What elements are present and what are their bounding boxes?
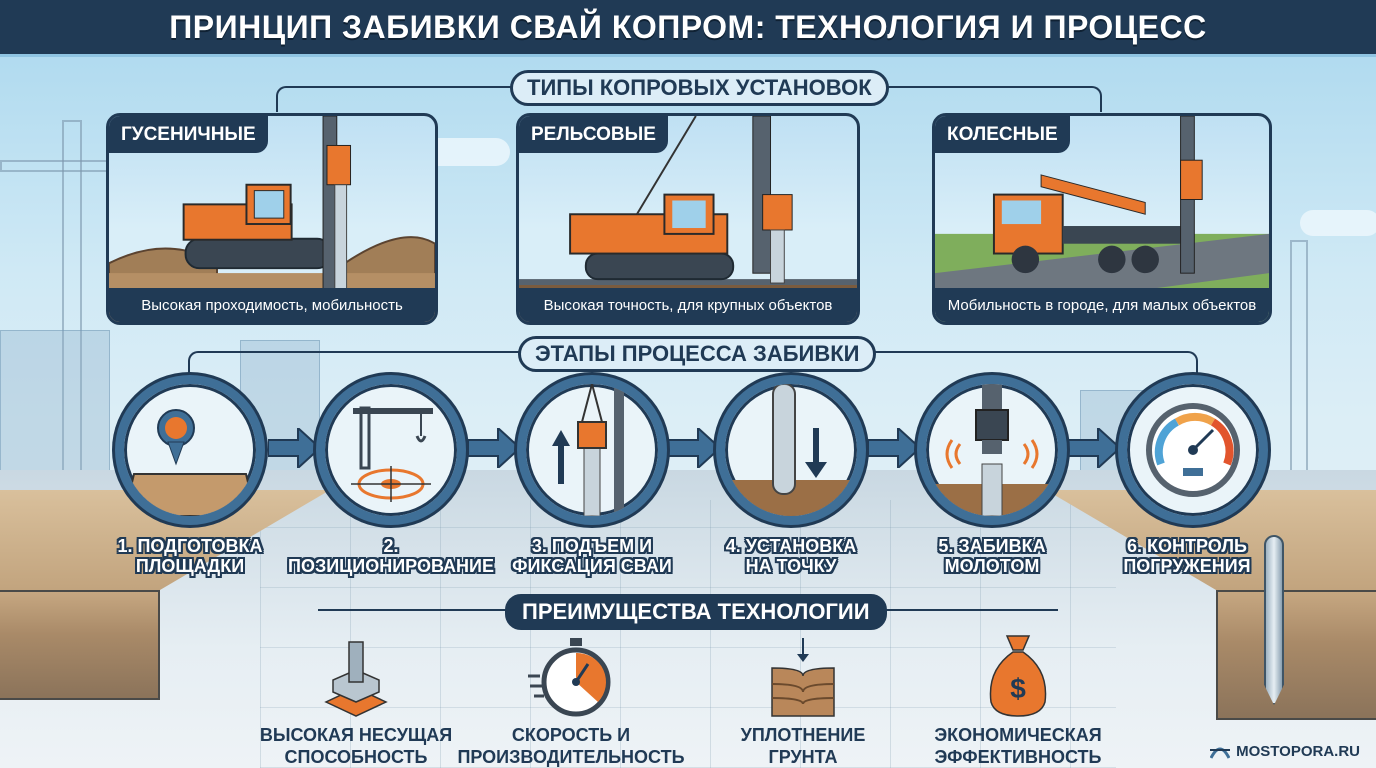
step-circle-5 — [917, 375, 1067, 525]
card-caption: Мобильность в городе, для малых объектов — [935, 288, 1269, 322]
arrow-right-icon — [268, 428, 320, 468]
arrow-right-icon — [668, 428, 720, 468]
step-circle-2 — [316, 375, 466, 525]
page-header: ПРИНЦИП ЗАБИВКИ СВАЙ КОПРОМ: ТЕХНОЛОГИЯ … — [0, 0, 1376, 57]
step-circle-4 — [716, 375, 866, 525]
steps-section-title: ЭТАПЫ ПРОЦЕССА ЗАБИВКИ — [518, 336, 877, 372]
cloud — [1300, 210, 1376, 236]
card-caption: Высокая точность, для крупных объектов — [519, 288, 857, 322]
soil-block-left — [0, 590, 160, 700]
step-circle-3 — [517, 375, 667, 525]
type-card-rail: РЕЛЬСОВЫЕ Высокая точность, для крупных … — [516, 113, 860, 325]
card-caption: Высокая проходимость, мобильность — [109, 288, 435, 322]
type-card-wheeled: КОЛЕСНЫЕ Мобильность в городе, для малых… — [932, 113, 1272, 325]
pile-in-ground-illustration — [1264, 535, 1284, 705]
money-bag-icon: $ — [989, 635, 1047, 717]
type-card-crawler: ГУСЕНИЧНЫЕ Высокая проходимость, мобильн… — [106, 113, 438, 325]
foundation-icon — [324, 641, 388, 717]
svg-text:$: $ — [1010, 673, 1026, 704]
card-label: КОЛЕСНЫЕ — [935, 116, 1070, 153]
step-circle-1 — [115, 375, 265, 525]
building — [0, 330, 110, 490]
pile-lift-icon — [552, 384, 624, 516]
step-circle-6 — [1118, 375, 1268, 525]
arrow-right-icon — [1068, 428, 1120, 468]
brand-name: MOSTOPORA.RU — [1236, 742, 1360, 760]
soil-compaction-icon — [771, 638, 835, 717]
arrow-right-icon — [868, 428, 920, 468]
site-location-pin-icon — [124, 409, 256, 516]
card-label: РЕЛЬСОВЫЕ — [519, 116, 668, 153]
card-label: ГУСЕНИЧНЫЕ — [109, 116, 268, 153]
tower-crane-right — [1290, 240, 1308, 500]
pile-down-arrow-icon — [725, 384, 857, 516]
bridge-logo-icon — [1210, 747, 1231, 759]
soil-block-right — [1216, 590, 1376, 720]
arrow-right-icon — [468, 428, 520, 468]
crane-target-icon — [351, 406, 433, 502]
types-section-title: ТИПЫ КОПРОВЫХ УСТАНОВОК — [510, 70, 889, 106]
stopwatch-icon — [528, 638, 611, 717]
advantages-section-title: ПРЕИМУЩЕСТВА ТЕХНОЛОГИИ — [505, 594, 887, 630]
step-label-2: 2. ПОЗИЦИОНИРОВАНИЕ — [288, 536, 494, 576]
hammer-impact-icon — [926, 384, 1058, 516]
page-title: ПРИНЦИП ЗАБИВКИ СВАЙ КОПРОМ: ТЕХНОЛОГИЯ … — [169, 8, 1207, 45]
gauge-icon — [1146, 403, 1240, 497]
brand-watermark[interactable]: MOSTOPORA.RU — [1210, 742, 1360, 760]
floor-grid — [260, 500, 1116, 768]
